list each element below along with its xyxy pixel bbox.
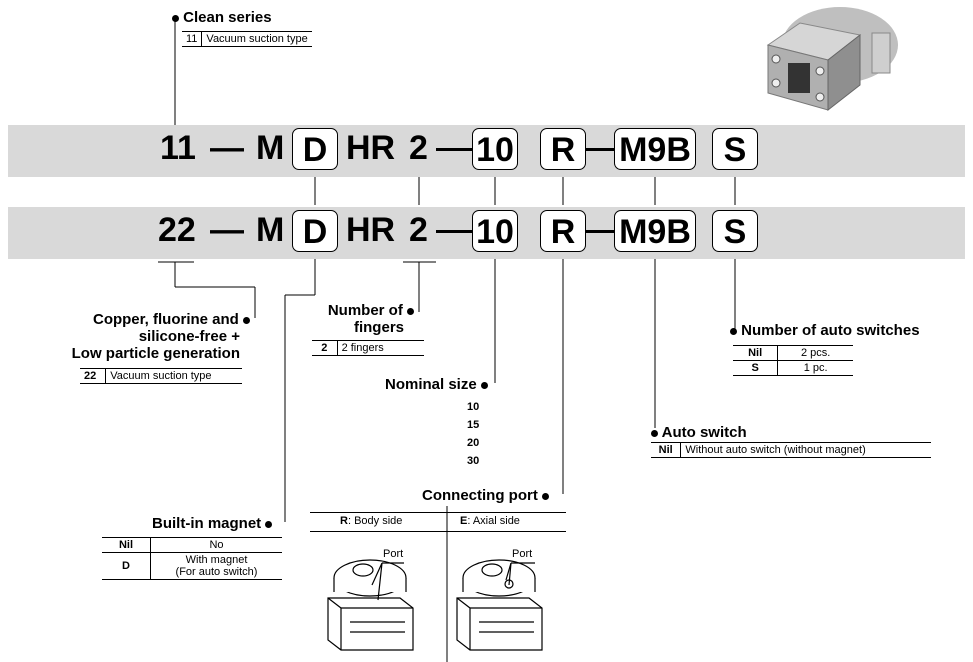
model-hr: HR xyxy=(346,211,396,249)
magnet-code-box: D xyxy=(292,210,338,252)
nominal-size-values: 10 15 20 30 xyxy=(467,401,480,467)
dash: — xyxy=(210,211,244,249)
connecting-port-label: Connecting port xyxy=(422,487,549,504)
size-code-box: 10 xyxy=(472,128,518,170)
copper-free-label: Copper, fluorine and silicone-free + Low… xyxy=(60,311,250,362)
port-label-e: Port xyxy=(512,548,533,560)
fingers-code: 2 xyxy=(409,129,428,167)
switch-code-box: M9B xyxy=(614,128,696,170)
port-code-box: R xyxy=(540,128,586,170)
connecting-port-header: R: Body side E: Axial side xyxy=(310,512,566,532)
prefix-code: 11 xyxy=(160,129,196,167)
qty-code-box: S xyxy=(712,128,758,170)
auto-switch-count-label: Number of auto switches xyxy=(730,322,920,339)
nominal-size-label: Nominal size xyxy=(385,376,488,393)
built-in-magnet-label: Built-in magnet xyxy=(152,515,273,532)
dash: — xyxy=(210,129,244,167)
model-hr: HR xyxy=(346,129,396,167)
separator xyxy=(436,148,472,151)
fingers-code: 2 xyxy=(409,211,428,249)
switch-code-box: M9B xyxy=(614,210,696,252)
size-code-box: 10 xyxy=(472,210,518,252)
fingers-label: Number of fingers xyxy=(310,302,414,336)
separator xyxy=(436,230,472,233)
magnet-code-box: D xyxy=(292,128,338,170)
port-code-box: R xyxy=(540,210,586,252)
prefix-code: 22 xyxy=(158,211,196,249)
separator xyxy=(586,148,614,151)
qty-code-box: S xyxy=(712,210,758,252)
clean-series-label: Clean series xyxy=(172,9,272,26)
auto-switch-label: Auto switch xyxy=(651,424,747,441)
model-m: M xyxy=(256,211,285,249)
port-label-r: Port xyxy=(383,548,404,560)
separator xyxy=(586,230,614,233)
model-m: M xyxy=(256,129,285,167)
